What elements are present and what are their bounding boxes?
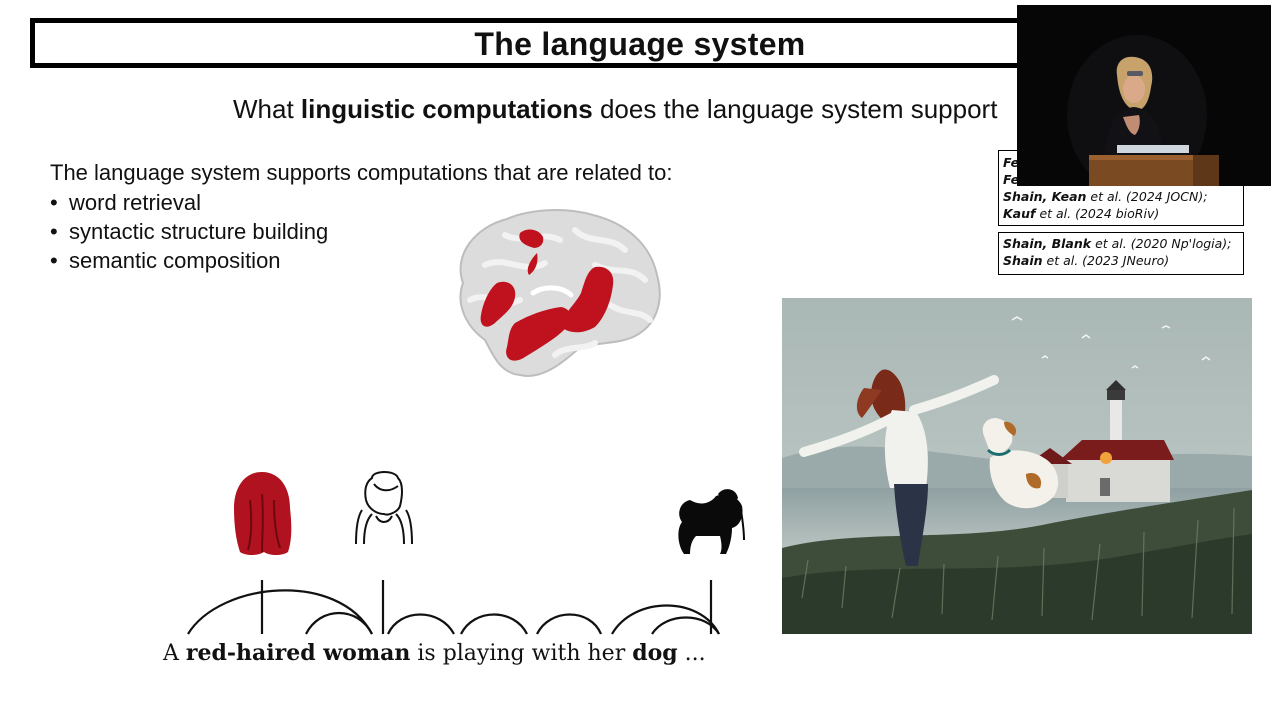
dependency-arc bbox=[611, 604, 720, 635]
speaker-scene bbox=[1017, 5, 1271, 186]
example-sentence: A red-haired woman is playing with her d… bbox=[163, 640, 706, 666]
illustration-woman-dog bbox=[782, 298, 1252, 634]
bullet-label: semantic composition bbox=[69, 248, 281, 273]
slide-title: The language system bbox=[474, 26, 806, 62]
sentence-bold-word: dog bbox=[632, 640, 678, 666]
dependency-arc bbox=[387, 613, 455, 635]
bullet-list: •word retrieval •syntactic structure bui… bbox=[50, 188, 328, 275]
dependency-arc bbox=[460, 613, 528, 635]
dependency-arc bbox=[536, 613, 603, 635]
speaker-video bbox=[1017, 5, 1271, 186]
slide-question: What linguistic computations does the la… bbox=[233, 94, 997, 125]
dog-icon bbox=[678, 489, 745, 554]
question-text-pre: What bbox=[233, 94, 301, 124]
question-text-post: does the language system support bbox=[592, 94, 998, 124]
bullet-item: •word retrieval bbox=[50, 190, 202, 215]
ref-line: Fe bbox=[1003, 155, 1020, 170]
dependency-arc bbox=[651, 616, 720, 635]
ref-line: Shain, Kean et al. (2024 JOCN); bbox=[1003, 189, 1208, 204]
ref-line: Shain, Blank et al. (2020 Np'logia); bbox=[1003, 236, 1232, 251]
bullet-label: syntactic structure building bbox=[69, 219, 329, 244]
reference-box-2: Shain, Blank et al. (2020 Np'logia); Sha… bbox=[998, 232, 1244, 275]
painting-scene bbox=[782, 298, 1252, 634]
sentence-bold-phrase: red-haired woman bbox=[185, 640, 411, 666]
bullet-item: •semantic composition bbox=[50, 248, 281, 273]
ref-line: Shain et al. (2023 JNeuro) bbox=[1003, 253, 1170, 268]
woman-icon bbox=[355, 471, 413, 545]
bullet-label: word retrieval bbox=[69, 190, 202, 215]
brain-icon bbox=[459, 209, 661, 377]
intro-text: The language system supports computation… bbox=[50, 160, 673, 185]
question-text-bold: linguistic computations bbox=[300, 94, 593, 124]
dependency-arc bbox=[305, 612, 373, 635]
dependency-arc bbox=[187, 589, 373, 635]
ref-line: Kauf et al. (2024 bioRiv) bbox=[1003, 206, 1160, 221]
bullet-item: •syntactic structure building bbox=[50, 219, 329, 244]
ref-line: Fe bbox=[1003, 172, 1020, 187]
red-hair-icon bbox=[234, 472, 292, 555]
